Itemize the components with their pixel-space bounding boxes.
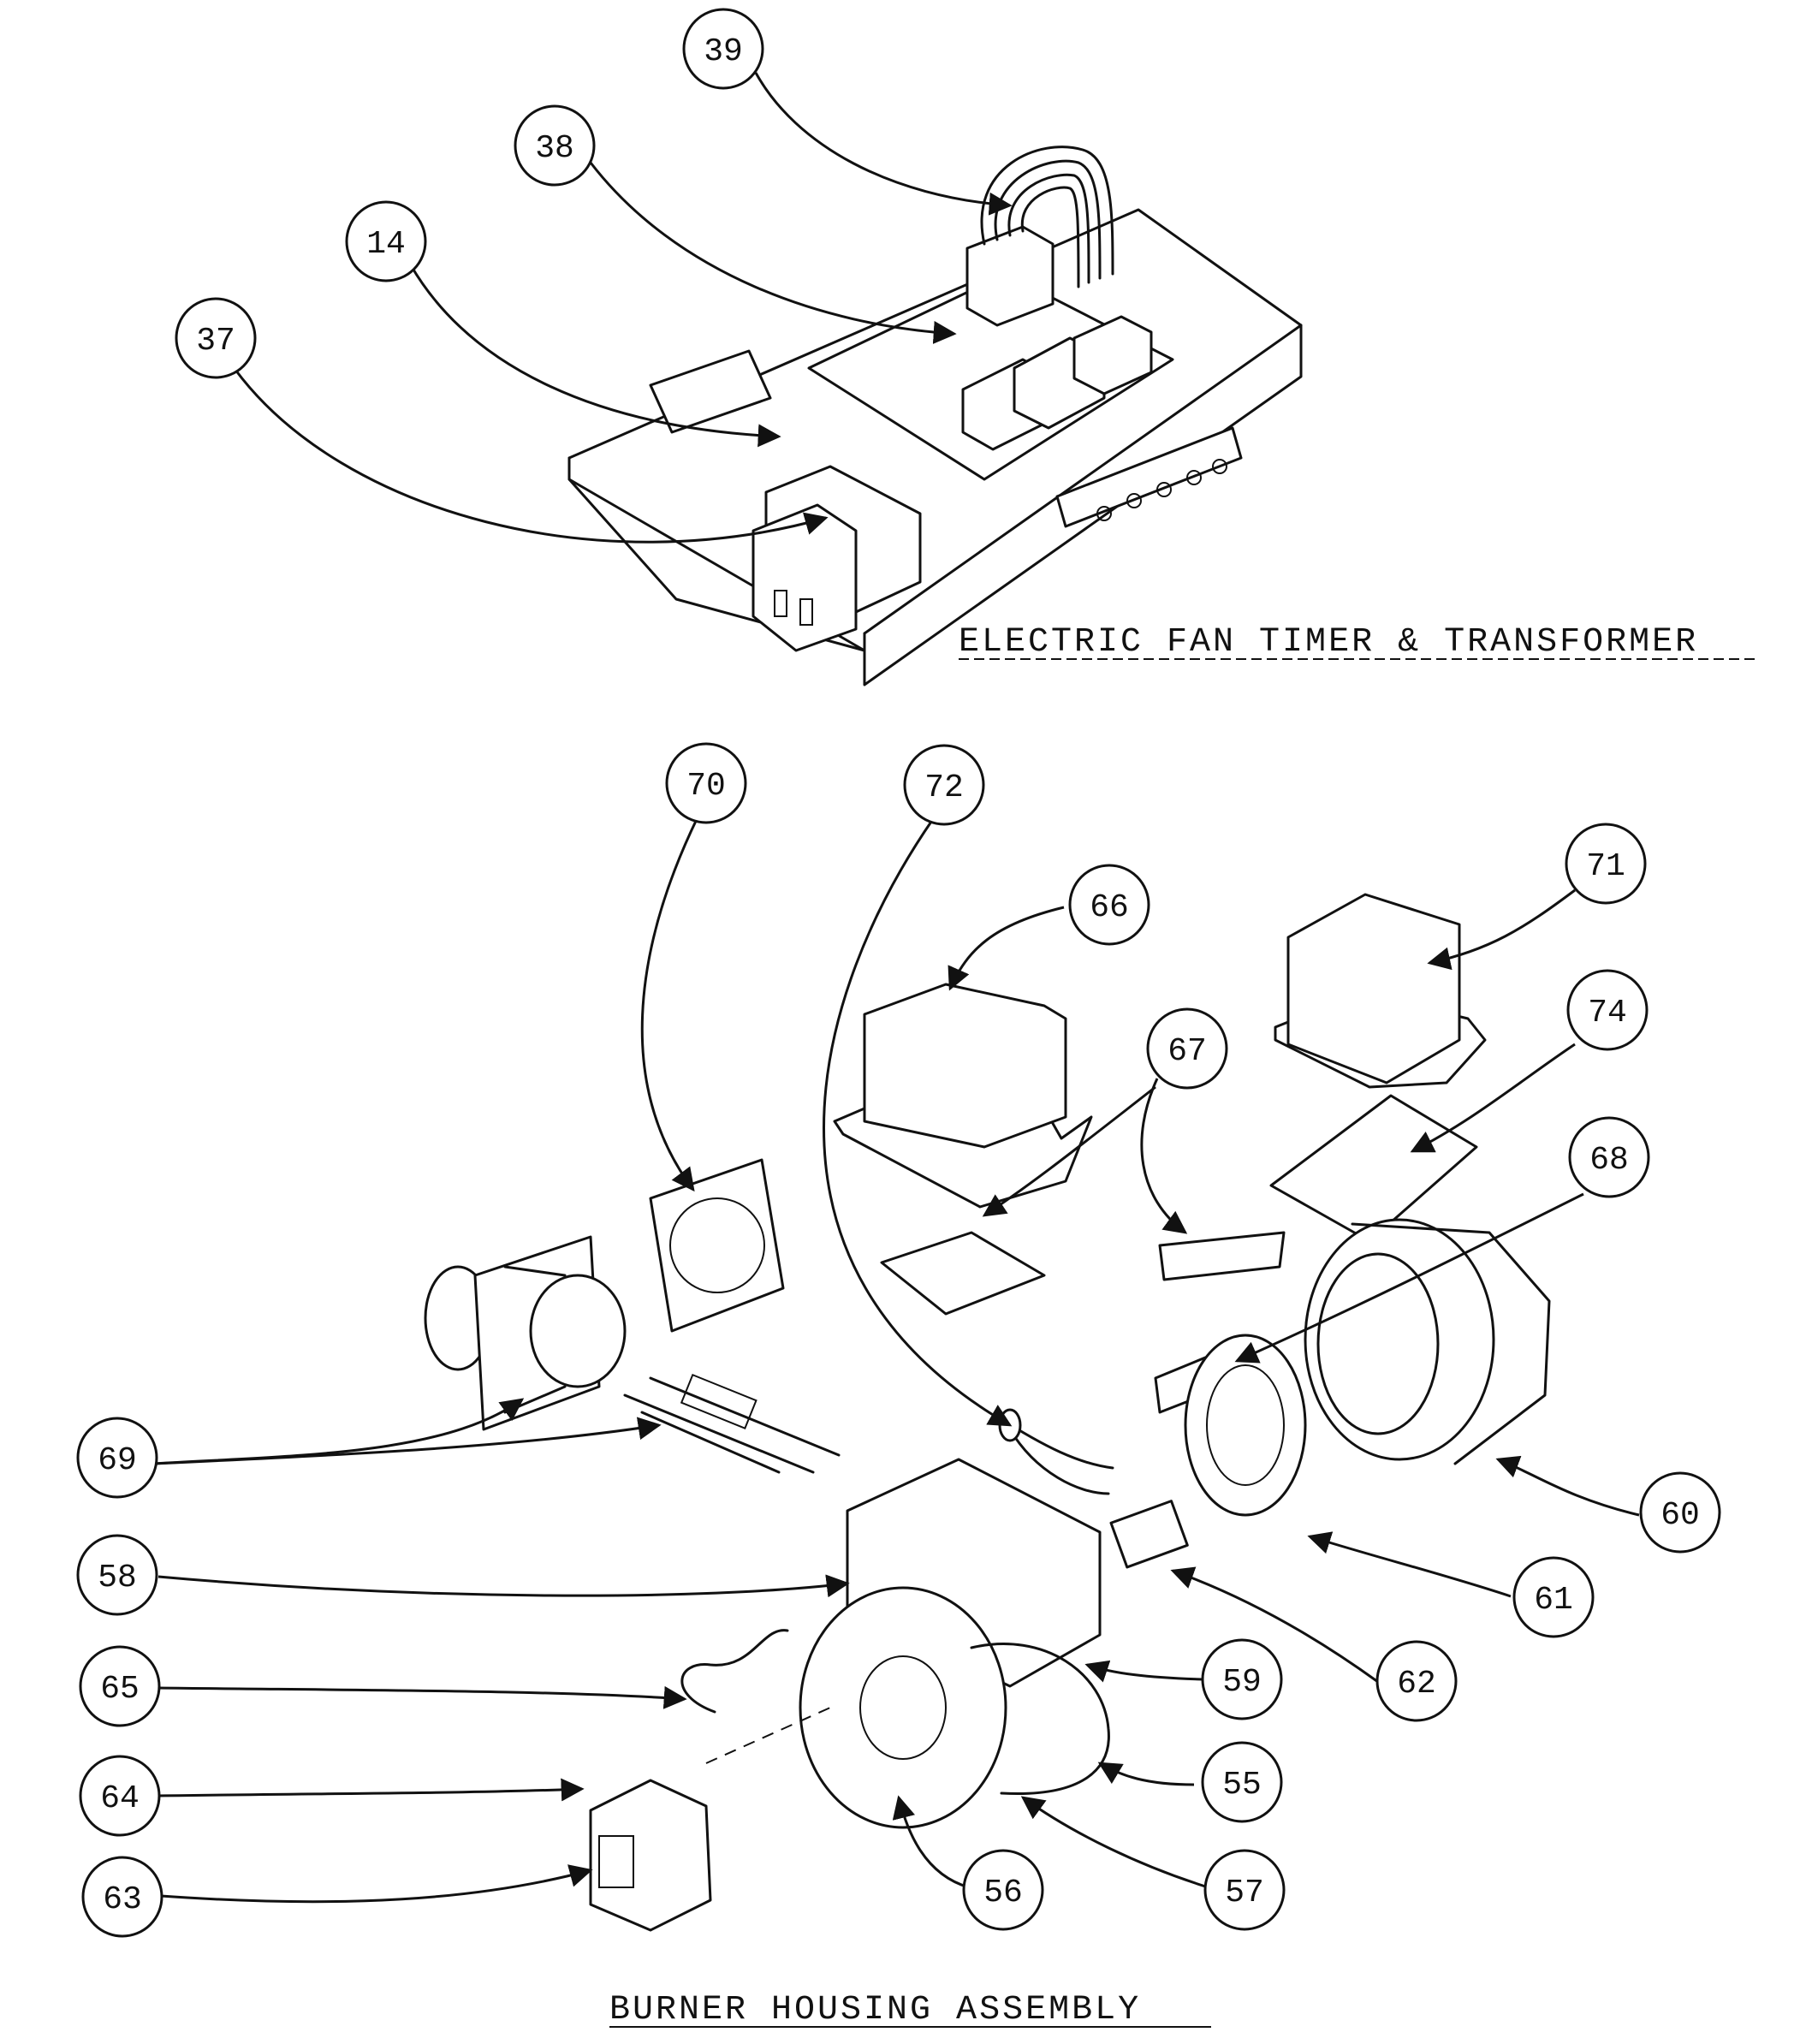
callout-60: 60 <box>1639 1471 1721 1554</box>
svg-text:61: 61 <box>1534 1582 1573 1619</box>
callout-61: 61 <box>1512 1556 1595 1638</box>
svg-text:65: 65 <box>100 1671 140 1708</box>
svg-text:55: 55 <box>1222 1767 1262 1803</box>
callout-59: 59 <box>1201 1638 1283 1720</box>
svg-text:38: 38 <box>535 130 574 167</box>
svg-text:14: 14 <box>366 226 406 263</box>
svg-text:68: 68 <box>1589 1142 1629 1179</box>
svg-text:66: 66 <box>1090 889 1129 926</box>
callout-64: 64 <box>79 1755 161 1837</box>
svg-text:56: 56 <box>983 1875 1023 1911</box>
leader-lines <box>153 72 1640 1904</box>
callout-66: 66 <box>1068 864 1150 946</box>
svg-text:67: 67 <box>1167 1033 1207 1070</box>
callout-72: 72 <box>903 744 985 826</box>
callout-56: 56 <box>962 1849 1044 1931</box>
svg-text:57: 57 <box>1225 1875 1264 1911</box>
svg-text:74: 74 <box>1588 995 1627 1031</box>
svg-text:58: 58 <box>98 1560 137 1596</box>
callout-14: 14 <box>345 200 427 282</box>
callout-39: 39 <box>682 8 764 90</box>
callout-71: 71 <box>1565 823 1647 905</box>
callout-65: 65 <box>79 1645 161 1727</box>
title-fan-timer-transformer: ELECTRIC FAN TIMER & TRANSFORMER <box>959 623 1698 662</box>
burner-housing-drawing <box>424 893 1551 1932</box>
svg-text:70: 70 <box>686 768 726 805</box>
svg-text:69: 69 <box>98 1442 137 1479</box>
svg-text:37: 37 <box>196 323 235 359</box>
svg-text:71: 71 <box>1586 848 1625 885</box>
svg-text:64: 64 <box>100 1780 140 1817</box>
callout-37: 37 <box>175 297 257 379</box>
callout-67: 67 <box>1146 1007 1228 1090</box>
svg-text:39: 39 <box>704 33 743 70</box>
title-burner-housing-assembly: BURNER HOUSING ASSEMBLY <box>609 1991 1141 2029</box>
fan-timer-transformer-drawing <box>567 146 1303 686</box>
callout-38: 38 <box>514 104 596 187</box>
callout-58: 58 <box>76 1534 158 1616</box>
callout-55: 55 <box>1201 1741 1283 1823</box>
callout-62: 62 <box>1375 1640 1458 1722</box>
svg-text:60: 60 <box>1660 1497 1700 1534</box>
callout-74: 74 <box>1566 969 1649 1051</box>
callout-57: 57 <box>1203 1849 1286 1931</box>
svg-text:59: 59 <box>1222 1664 1262 1701</box>
callout-63: 63 <box>81 1856 163 1938</box>
callout-68: 68 <box>1568 1116 1650 1198</box>
callout-70: 70 <box>665 742 747 824</box>
svg-text:63: 63 <box>103 1881 142 1918</box>
svg-text:62: 62 <box>1397 1666 1436 1702</box>
callout-69: 69 <box>76 1417 158 1499</box>
svg-text:72: 72 <box>924 769 964 806</box>
